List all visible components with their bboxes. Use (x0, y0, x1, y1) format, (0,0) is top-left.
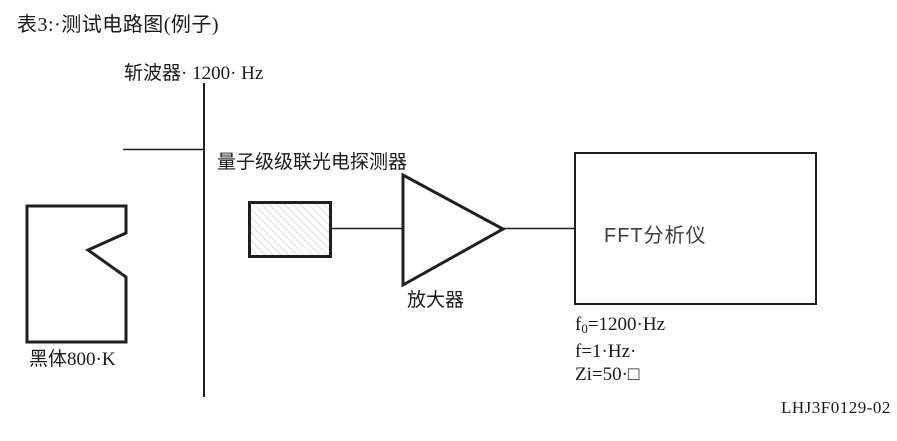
amplifier-label: 放大器 (407, 290, 465, 311)
param-zi: Zi=50·□ (575, 364, 640, 385)
fft-analyzer-box (574, 152, 817, 305)
param-f0: f0=1200·Hz (575, 314, 666, 336)
document-number: LHJ3F0129-02 (781, 398, 891, 417)
detector-box (248, 201, 332, 258)
diagram-title: 表3:·测试电路图(例子) (17, 14, 220, 36)
fft-analyzer-label: FFT分析仪 (604, 225, 707, 247)
fft-parameters: f0=1200·Hz f=1·Hz· Zi=50·□ (575, 313, 665, 386)
chopper-label: 斩波器· 1200· Hz (124, 63, 264, 84)
blackbody-label: 黑体800·K (29, 349, 116, 370)
param-f: f=1·Hz· (575, 341, 637, 362)
detector-label: 量子级级联光电探测器 (217, 152, 408, 173)
amplifier-triangle (401, 172, 507, 288)
blackbody-shape (25, 204, 128, 344)
